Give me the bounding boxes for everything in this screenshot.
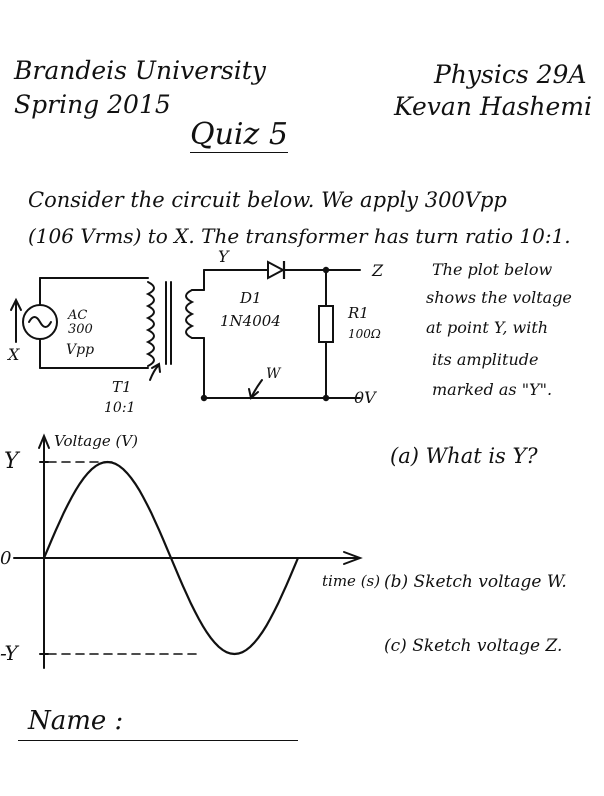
source-label-volts: 300: [68, 322, 93, 337]
name-label: Name :: [28, 706, 124, 736]
y-tick-label: -Y: [0, 641, 20, 665]
y-tick-label: Y: [4, 449, 21, 474]
node-y-label: Y: [218, 247, 230, 266]
question-a: (a) What is Y?: [390, 444, 538, 468]
question-c: (c) Sketch voltage Z.: [384, 636, 563, 656]
plot-note-line: marked as "Y".: [432, 380, 553, 399]
transformer-label: T1: [112, 378, 132, 396]
y-axis-label: Voltage (V): [54, 432, 138, 450]
source-label-unit: Vpp: [66, 342, 94, 358]
plot-note-line: at point Y, with: [426, 318, 549, 337]
node-z-label: Z: [371, 261, 384, 280]
plot-note-line: The plot below: [432, 260, 553, 279]
name-field-line[interactable]: [18, 740, 298, 741]
node-w-label: W: [266, 366, 282, 382]
diode-ref: D1: [239, 289, 262, 307]
plot-note-line: shows the voltage: [426, 288, 572, 307]
term: Spring 2015: [14, 90, 171, 119]
y-tick-label: 0: [0, 548, 11, 569]
university-name: Brandeis University: [14, 56, 266, 85]
resistor-ref: R1: [347, 304, 369, 322]
resistor-value: 100Ω: [348, 327, 381, 341]
input-label-x: X: [6, 345, 20, 364]
transformer-ratio: 10:1: [104, 400, 135, 416]
instructor-name: Kevan Hashemi: [394, 92, 593, 121]
quiz-title: Quiz 5: [190, 117, 288, 153]
problem-line-2: (106 Vrms) to X. The transformer has tur…: [28, 224, 571, 248]
question-b: (b) Sketch voltage W.: [384, 572, 567, 592]
x-axis-label: time (s): [322, 572, 380, 590]
problem-line-1: Consider the circuit below. We apply 300…: [28, 188, 507, 212]
voltage-waveform: [42, 460, 300, 656]
ground-label: 0V: [354, 388, 377, 407]
diode-part: 1N4004: [220, 312, 281, 330]
plot-note-line: its amplitude: [432, 350, 539, 369]
course-code: Physics 29A: [434, 60, 587, 89]
source-label-ac: AC: [67, 308, 87, 323]
